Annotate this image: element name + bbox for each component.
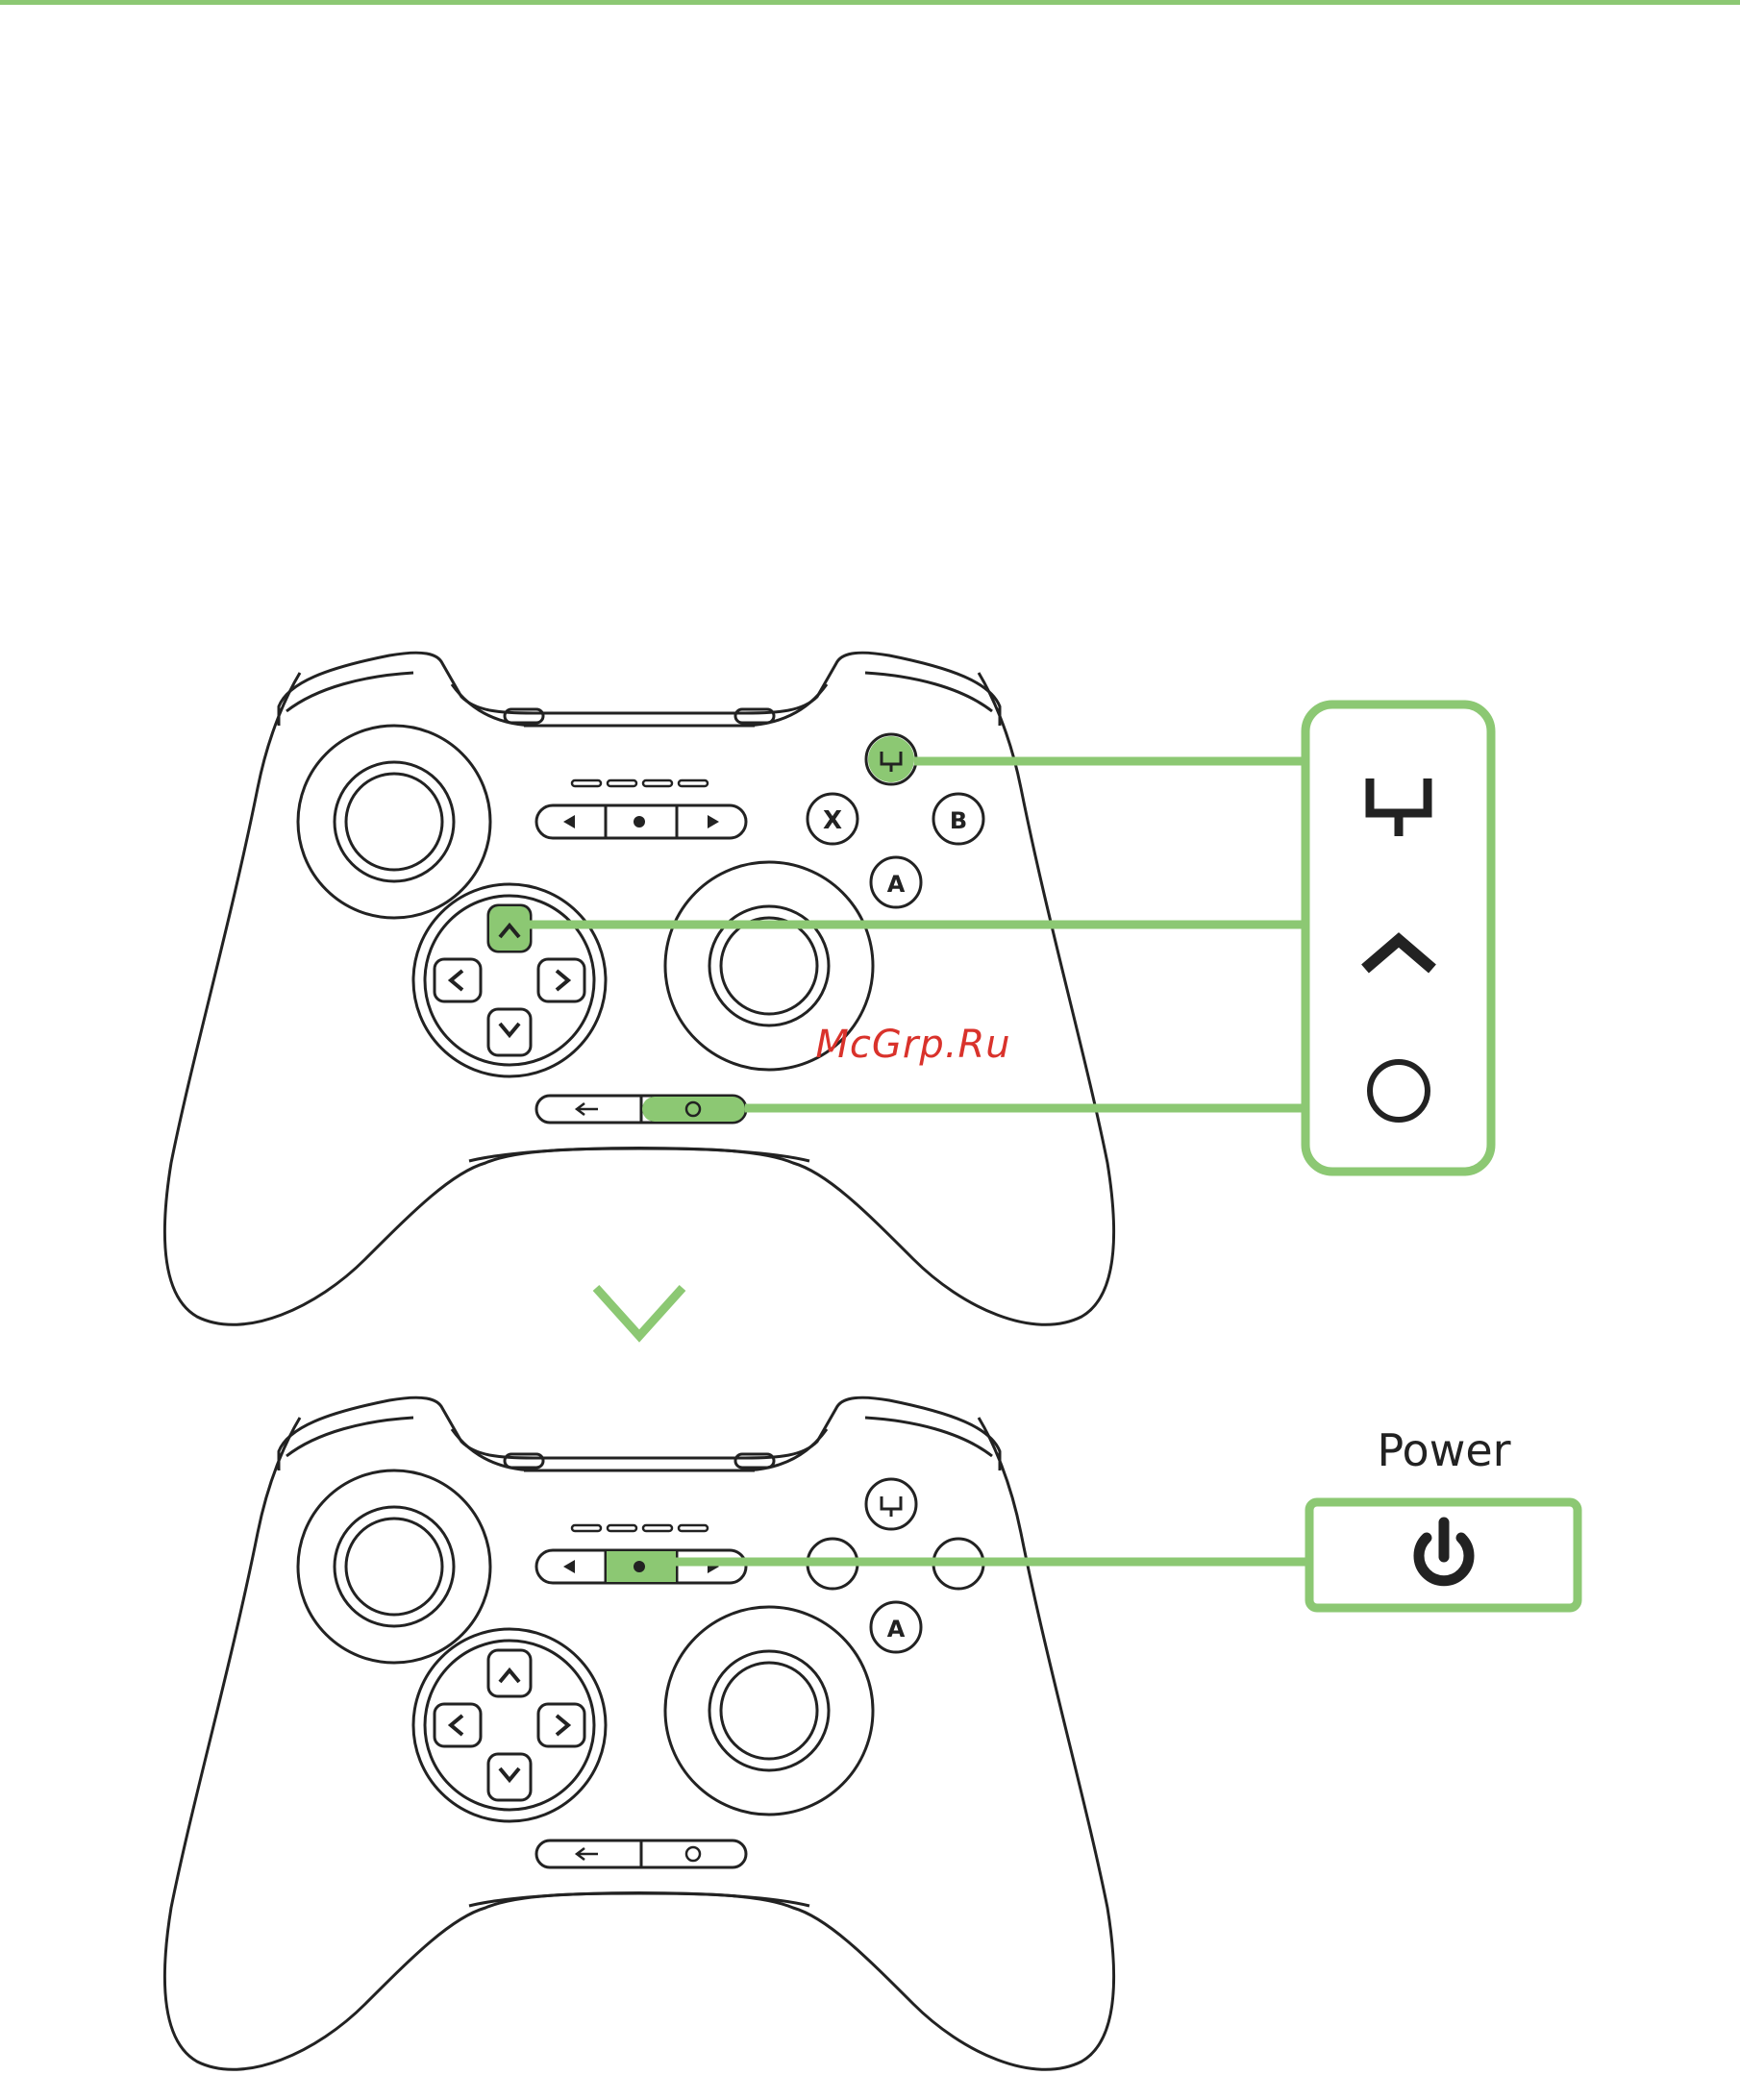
home-button-highlight — [642, 1097, 745, 1122]
controller-top: X B A — [164, 653, 1113, 1324]
legend-box-bottom: Power — [1309, 1424, 1578, 1608]
a-button-label-bottom: A — [887, 1616, 906, 1643]
power-label: Power — [1377, 1424, 1510, 1476]
x-button-label: X — [823, 806, 842, 835]
legend-box-top — [1305, 704, 1491, 1172]
chevron-up-icon — [1365, 940, 1432, 969]
b-button-label: B — [950, 807, 967, 834]
power-icon — [1419, 1522, 1469, 1581]
y-button-icon — [1370, 778, 1428, 836]
controller-bottom: A — [164, 1397, 1113, 2069]
y-button-highlight — [868, 736, 914, 782]
circle-home-icon — [1370, 1062, 1428, 1120]
top-accent-bar — [0, 0, 1740, 5]
chevron-down-icon — [596, 1288, 683, 1336]
watermark: McGrp.Ru — [815, 1023, 1010, 1067]
a-button-label: A — [887, 871, 906, 898]
